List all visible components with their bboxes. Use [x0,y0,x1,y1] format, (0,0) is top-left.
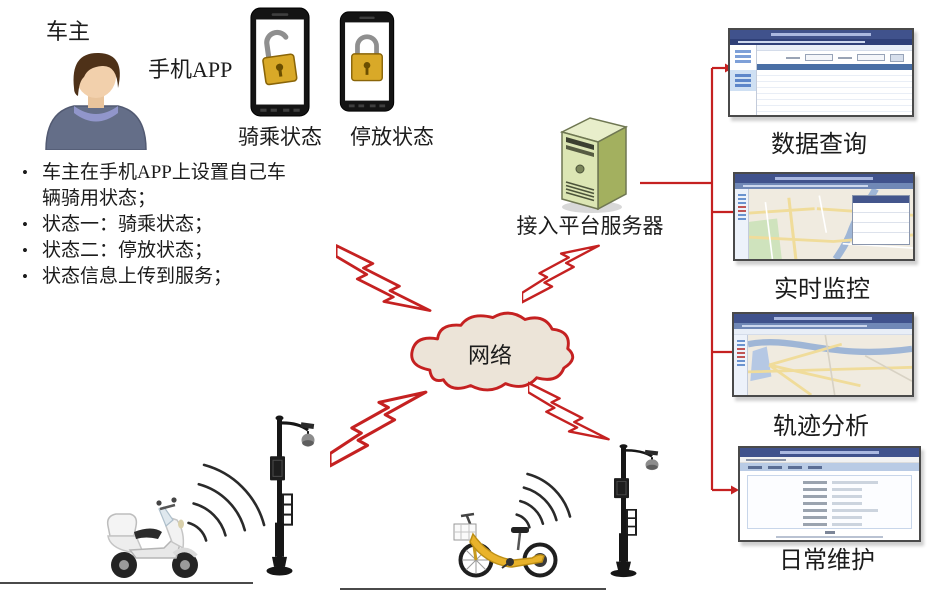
mini-window-data-query [728,28,914,117]
note-text: 状态信息上传到服务； [42,266,233,287]
window-sidebar [730,45,757,115]
phone-riding-state [250,7,310,117]
window-menubar [740,457,919,463]
window-titlebar [740,448,919,457]
phone-parked-state [339,11,395,112]
owner-label: 车主 [46,19,91,44]
screen-label-track-analysis: 轨迹分析 [773,414,869,440]
parked-state-label: 停放状态 [350,125,434,149]
window-toolbar [757,45,912,51]
list-item: • 状态一：骑乘状态； [8,212,318,238]
camera-pole-icon [610,444,659,578]
vehicle-list-panel [852,195,910,245]
mini-window-live-monitoring [733,172,915,261]
connector-lines [640,63,745,495]
list-item: • 车主在手机APP上设置自己车辆骑用状态； [8,160,318,212]
lightning-bolt-icon [528,381,610,441]
screen-label-daily-maintenance: 日常维护 [779,548,875,574]
mini-window-daily-maintenance [738,446,921,542]
search-controls [757,51,912,64]
network-label: 网络 [467,343,512,368]
screen-label-live-monitoring: 实时监控 [774,277,870,303]
owner-avatar-icon [45,52,147,150]
note-text: 车主在手机APP上设置自己车辆骑用状态； [42,162,286,209]
notes-list: • 车主在手机APP上设置自己车辆骑用状态； • 状态一：骑乘状态； • 状态二：停放… [8,160,318,290]
window-menubar [735,183,913,189]
window-menubar [734,323,912,329]
wireless-signal-icon [515,472,572,529]
server-label: 接入平台服务器 [516,214,664,238]
map-view [748,335,912,395]
note-text: 状态二：停放状态； [42,240,214,261]
bullet-icon: • [22,215,28,234]
lightning-bolt-icon [336,244,432,312]
scooter-icon [106,497,198,578]
unlock-icon [262,29,298,86]
riding-state-label: 骑乘状态 [238,125,322,149]
window-sidebar [735,189,749,259]
lightning-bolt-icon [522,244,600,304]
window-titlebar [735,174,913,183]
lightning-bolt-icon [330,390,428,468]
list-item: • 状态二：停放状态； [8,238,318,264]
camera-pole-icon [266,415,315,576]
mini-window-track-analysis [732,312,914,397]
lock-icon [351,34,383,82]
window-menubar [730,39,912,45]
table-rows [757,70,912,115]
window-titlebar [730,30,912,39]
network-cloud [410,311,575,392]
note-text: 状态一：骑乘状态； [42,214,214,235]
window-sidebar [734,335,748,395]
maintenance-form [747,475,912,529]
server-icon [559,117,629,213]
table-header [757,64,912,70]
bullet-icon: • [22,241,28,260]
window-titlebar [734,314,912,323]
form-footer [740,531,919,540]
map-view [749,189,913,259]
mobile-app-label: 手机APP [148,57,233,82]
window-toolbar [734,329,912,335]
window-toolbar [740,463,919,471]
bullet-icon: • [22,163,28,182]
ebike-icon [453,512,558,578]
wireless-signal-icon [187,463,266,542]
ground-line [0,582,253,584]
screen-label-data-query: 数据查询 [771,132,867,158]
list-item: • 状态信息上传到服务； [8,264,318,290]
ground-line [340,588,606,590]
bullet-icon: • [22,267,28,286]
